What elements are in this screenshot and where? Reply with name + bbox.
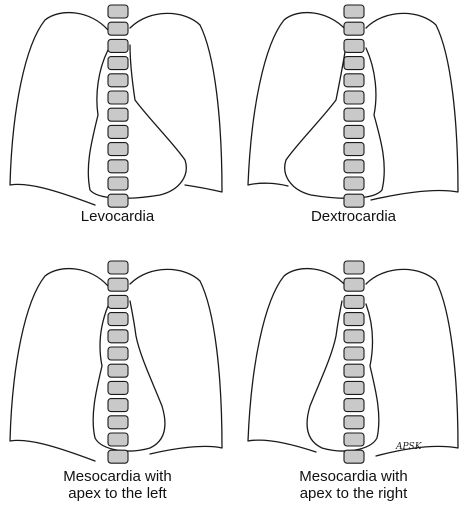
heart-outline [87, 44, 187, 199]
dextrocardia-diagram [247, 4, 459, 208]
left-lung-outline [129, 12, 223, 193]
vertebra [107, 277, 129, 292]
dextrocardia-panel: Dextrocardia [236, 0, 471, 256]
mesocardia-left-diagram [9, 260, 223, 464]
vertebra [343, 193, 365, 208]
levocardia-panel: Levocardia [0, 0, 235, 256]
vertebra [343, 38, 365, 53]
vertebra [107, 159, 129, 174]
vertebra [343, 398, 365, 413]
vertebra [107, 294, 129, 309]
vertebra [343, 176, 365, 191]
levocardia-caption: Levocardia [0, 208, 235, 225]
mesocardia-right-panel: APSK Mesocardia with apex to the right [236, 256, 471, 512]
vertebra [107, 90, 129, 105]
caption-line-1: Mesocardia with [299, 468, 408, 485]
spine [343, 260, 365, 464]
dextrocardia-caption: Dextrocardia [236, 208, 471, 225]
vertebra [107, 107, 129, 122]
vertebra [343, 432, 365, 447]
vertebra [107, 21, 129, 36]
vertebra [343, 277, 365, 292]
vertebra [107, 56, 129, 71]
vertebra [107, 142, 129, 157]
vertebra [343, 90, 365, 105]
vertebra [107, 260, 129, 275]
vertebra [343, 107, 365, 122]
caption-line-1: Dextrocardia [310, 208, 397, 225]
left-lung-outline [365, 12, 459, 201]
vertebra [343, 21, 365, 36]
right-lung-outline [247, 267, 347, 453]
vertebra [107, 363, 129, 378]
heart-outline [284, 44, 385, 199]
artist-signature: APSK [396, 442, 422, 452]
vertebra [107, 346, 129, 361]
vertebra [343, 363, 365, 378]
mesocardia-right-diagram [247, 260, 459, 464]
vertebra [107, 38, 129, 53]
vertebra [107, 312, 129, 327]
vertebra [343, 294, 365, 309]
vertebra [107, 329, 129, 344]
mesocardia-right-caption: Mesocardia with apex to the right [236, 468, 471, 502]
left-lung-outline [129, 268, 223, 455]
heart-outline [306, 300, 380, 452]
spine [107, 260, 129, 464]
vertebra [343, 4, 365, 19]
vertebra [343, 260, 365, 275]
vertebra [107, 4, 129, 19]
vertebra [107, 449, 129, 464]
caption-line-2: apex to the left [68, 485, 167, 502]
vertebra [107, 73, 129, 88]
vertebra [343, 449, 365, 464]
vertebra [343, 346, 365, 361]
vertebra [107, 432, 129, 447]
vertebra [343, 415, 365, 430]
vertebra [343, 124, 365, 139]
vertebra [107, 380, 129, 395]
caption-line-1: Mesocardia with [63, 468, 172, 485]
right-lung-outline [9, 11, 109, 206]
caption-line-2: apex to the right [299, 485, 408, 502]
vertebra [107, 398, 129, 413]
right-lung-outline [9, 267, 109, 462]
heart-outline [92, 300, 166, 452]
left-lung-outline [365, 268, 459, 457]
vertebra [343, 380, 365, 395]
right-lung-outline [247, 11, 347, 187]
vertebra [343, 329, 365, 344]
mesocardia-left-caption: Mesocardia with apex to the left [0, 468, 235, 502]
spine [343, 4, 365, 208]
mesocardia-left-panel: Mesocardia with apex to the left [0, 256, 235, 512]
vertebra [107, 176, 129, 191]
caption-line-1: Levocardia [80, 208, 155, 225]
vertebra [343, 142, 365, 157]
vertebra [343, 56, 365, 71]
vertebra [343, 159, 365, 174]
spine [107, 4, 129, 208]
vertebra [107, 415, 129, 430]
vertebra [107, 124, 129, 139]
levocardia-diagram [9, 4, 223, 208]
vertebra [343, 312, 365, 327]
vertebra [343, 73, 365, 88]
vertebra [107, 193, 129, 208]
